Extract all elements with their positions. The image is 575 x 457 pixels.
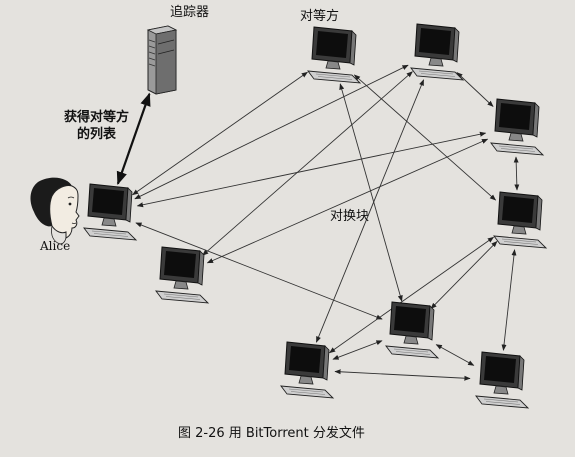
keyboard-icon	[385, 345, 440, 359]
keyboard-icon	[280, 385, 335, 399]
screen	[164, 251, 196, 278]
edge-peer-right-a-to-peer-right-b	[513, 156, 520, 191]
monitor-stand	[493, 385, 509, 395]
computer-peer-right-a	[490, 98, 545, 156]
edge-peer-right-b-to-peer-bottom-right	[501, 249, 517, 351]
computer-peer-right-b	[493, 191, 548, 249]
edge-alice-to-peer-right-a	[136, 131, 487, 208]
screen	[419, 28, 451, 55]
monitor-stand	[298, 375, 314, 385]
server-tracker	[146, 25, 178, 95]
alice-figure	[30, 177, 80, 245]
monitor-side	[427, 305, 435, 341]
alice-hair	[30, 177, 72, 227]
alice-face	[49, 185, 80, 239]
edge-peer-right-b-to-peer-bottom-left	[328, 236, 495, 354]
edge-peer-bottom-left-to-peer-bottom-right	[334, 369, 471, 381]
screen	[499, 103, 531, 130]
swap-chunks-label: 对换块	[330, 209, 370, 224]
monitor-side	[125, 187, 133, 223]
computer-peer-bottom-mid	[385, 301, 440, 359]
keyboard-icon	[493, 235, 548, 249]
keyboard-icon	[475, 395, 530, 409]
computer-peer-top-a	[307, 26, 362, 84]
monitor-side	[535, 195, 543, 231]
nodes-layer	[83, 23, 548, 409]
alice-label: Alice	[40, 239, 71, 253]
figure-caption: 图 2-26 用 BitTorrent 分发文件	[178, 426, 365, 441]
get-peer-list-line1: 获得对等方	[64, 110, 130, 125]
get-peer-list-line2: 的列表	[77, 127, 117, 142]
screen	[484, 356, 516, 383]
edge-peer-top-b-to-peer-right-a	[456, 72, 494, 107]
keyboard-icon	[410, 67, 465, 81]
screen	[316, 31, 348, 58]
screen	[92, 188, 124, 215]
edge-peer-bottom-mid-to-peer-bottom-right	[435, 344, 475, 366]
monitor-side	[349, 30, 357, 66]
keyboard-icon	[155, 290, 210, 304]
keyboard-icon	[490, 142, 545, 156]
keyboard-icon	[307, 70, 362, 84]
tracker-label: 追踪器	[170, 5, 210, 20]
monitor-stand	[101, 217, 117, 227]
monitor-stand	[511, 225, 527, 235]
monitor-stand	[403, 335, 419, 345]
monitor-stand	[325, 60, 341, 70]
monitor-side	[452, 27, 460, 63]
monitor-stand	[428, 57, 444, 67]
monitor-stand	[173, 280, 189, 290]
edges-layer	[116, 64, 520, 381]
edge-peer-right-b-to-peer-bottom-mid	[430, 240, 498, 310]
computer-peer-bottom-left	[280, 341, 335, 399]
monitor-side	[322, 345, 330, 381]
edge-peer-bottom-mid-to-peer-bottom-left	[332, 340, 383, 360]
edge-peer-right-a-to-peer-mid-left	[206, 138, 489, 264]
computer-peer-bottom-right	[475, 351, 530, 409]
get-peer-list-label: 获得对等方 的列表	[64, 109, 129, 143]
peers-label: 对等方	[300, 9, 340, 24]
edge-peer-top-a-to-peer-bottom-mid	[339, 83, 403, 302]
computer-alice	[83, 183, 138, 241]
screen	[394, 306, 426, 333]
monitor-side	[197, 250, 205, 286]
screen	[289, 346, 321, 373]
computer-peer-top-b	[410, 23, 465, 81]
monitor-side	[517, 355, 525, 391]
monitor-stand	[508, 132, 524, 142]
edge-peer-top-a-to-peer-right-b	[353, 74, 497, 201]
screen	[502, 196, 534, 223]
keyboard-icon	[83, 227, 138, 241]
monitor-side	[532, 102, 540, 138]
computer-peer-mid-left	[155, 246, 210, 304]
